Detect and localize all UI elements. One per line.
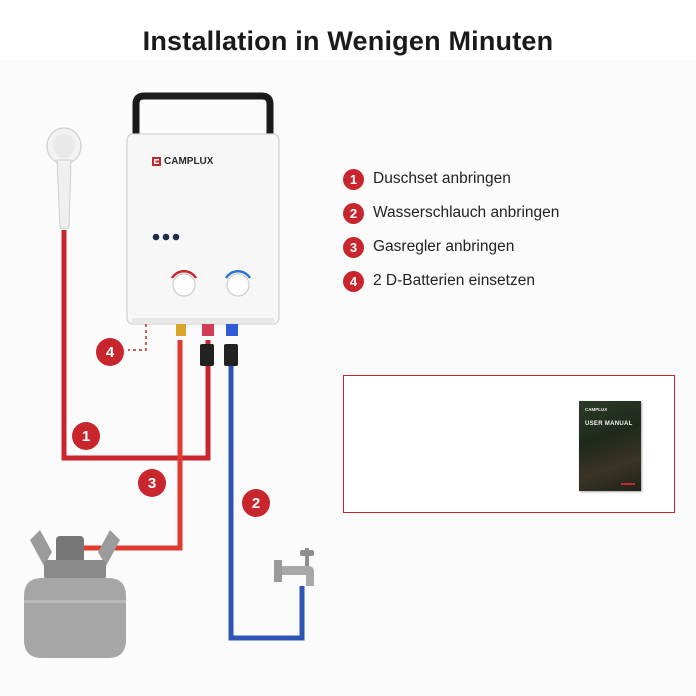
manual-title: USER MANUAL xyxy=(585,421,633,427)
step-item: 4 2 D-Batterien einsetzen xyxy=(343,264,683,298)
heater-brand-text: CAMPLUX xyxy=(164,156,214,167)
step-label: Duschset anbringen xyxy=(373,170,511,187)
installation-steps-list: 1 Duschset anbringen 2 Wasserschlauch an… xyxy=(343,162,683,298)
shower-hose-line xyxy=(61,230,211,461)
step-number-badge: 2 xyxy=(343,202,364,224)
water-hose-line xyxy=(228,356,305,641)
camplux-logo-icon xyxy=(152,157,161,166)
user-manual-booklet: CAMPLUX USER MANUAL xyxy=(579,401,641,491)
step-label: 2 D-Batterien einsetzen xyxy=(373,272,535,289)
callout-1: 1 xyxy=(72,422,100,450)
heater-handle xyxy=(132,92,274,135)
step-number-badge: 4 xyxy=(343,270,364,292)
svg-text:1: 1 xyxy=(82,428,90,445)
step-number-badge: 1 xyxy=(343,168,364,190)
step-label: Wasserschlauch anbringen xyxy=(373,204,560,221)
shower-head-icon xyxy=(46,127,82,229)
step-item: 1 Duschset anbringen xyxy=(343,162,683,196)
battery-pointer-line xyxy=(128,324,147,351)
manual-brand: CAMPLUX xyxy=(585,407,608,412)
svg-text:4: 4 xyxy=(106,344,115,361)
heater-bottom xyxy=(132,318,274,324)
gas-knob-icon xyxy=(170,269,198,297)
step-item: 3 Gasregler anbringen xyxy=(343,230,683,264)
step-item: 2 Wasserschlauch anbringen xyxy=(343,196,683,230)
step-number-badge: 3 xyxy=(343,236,364,258)
water-knob-icon xyxy=(224,269,252,297)
gas-bottle-icon xyxy=(24,530,126,658)
page-title: Installation in Wenigen Minuten xyxy=(142,26,554,56)
svg-text:2: 2 xyxy=(252,495,260,512)
accessories-panel: CAMPLUX USER MANUAL xyxy=(343,375,675,513)
callout-4: 4 xyxy=(96,338,124,366)
callout-3: 3 xyxy=(138,469,166,497)
step-label: Gasregler anbringen xyxy=(373,238,515,255)
water-faucet-icon xyxy=(274,548,314,586)
indicator-lights xyxy=(152,233,180,241)
callout-2: 2 xyxy=(242,489,270,517)
manual-accent-strip xyxy=(621,483,635,485)
svg-text:3: 3 xyxy=(148,475,156,492)
heater-brand-logo: CAMPLUX xyxy=(152,156,213,167)
connectors xyxy=(176,324,238,366)
